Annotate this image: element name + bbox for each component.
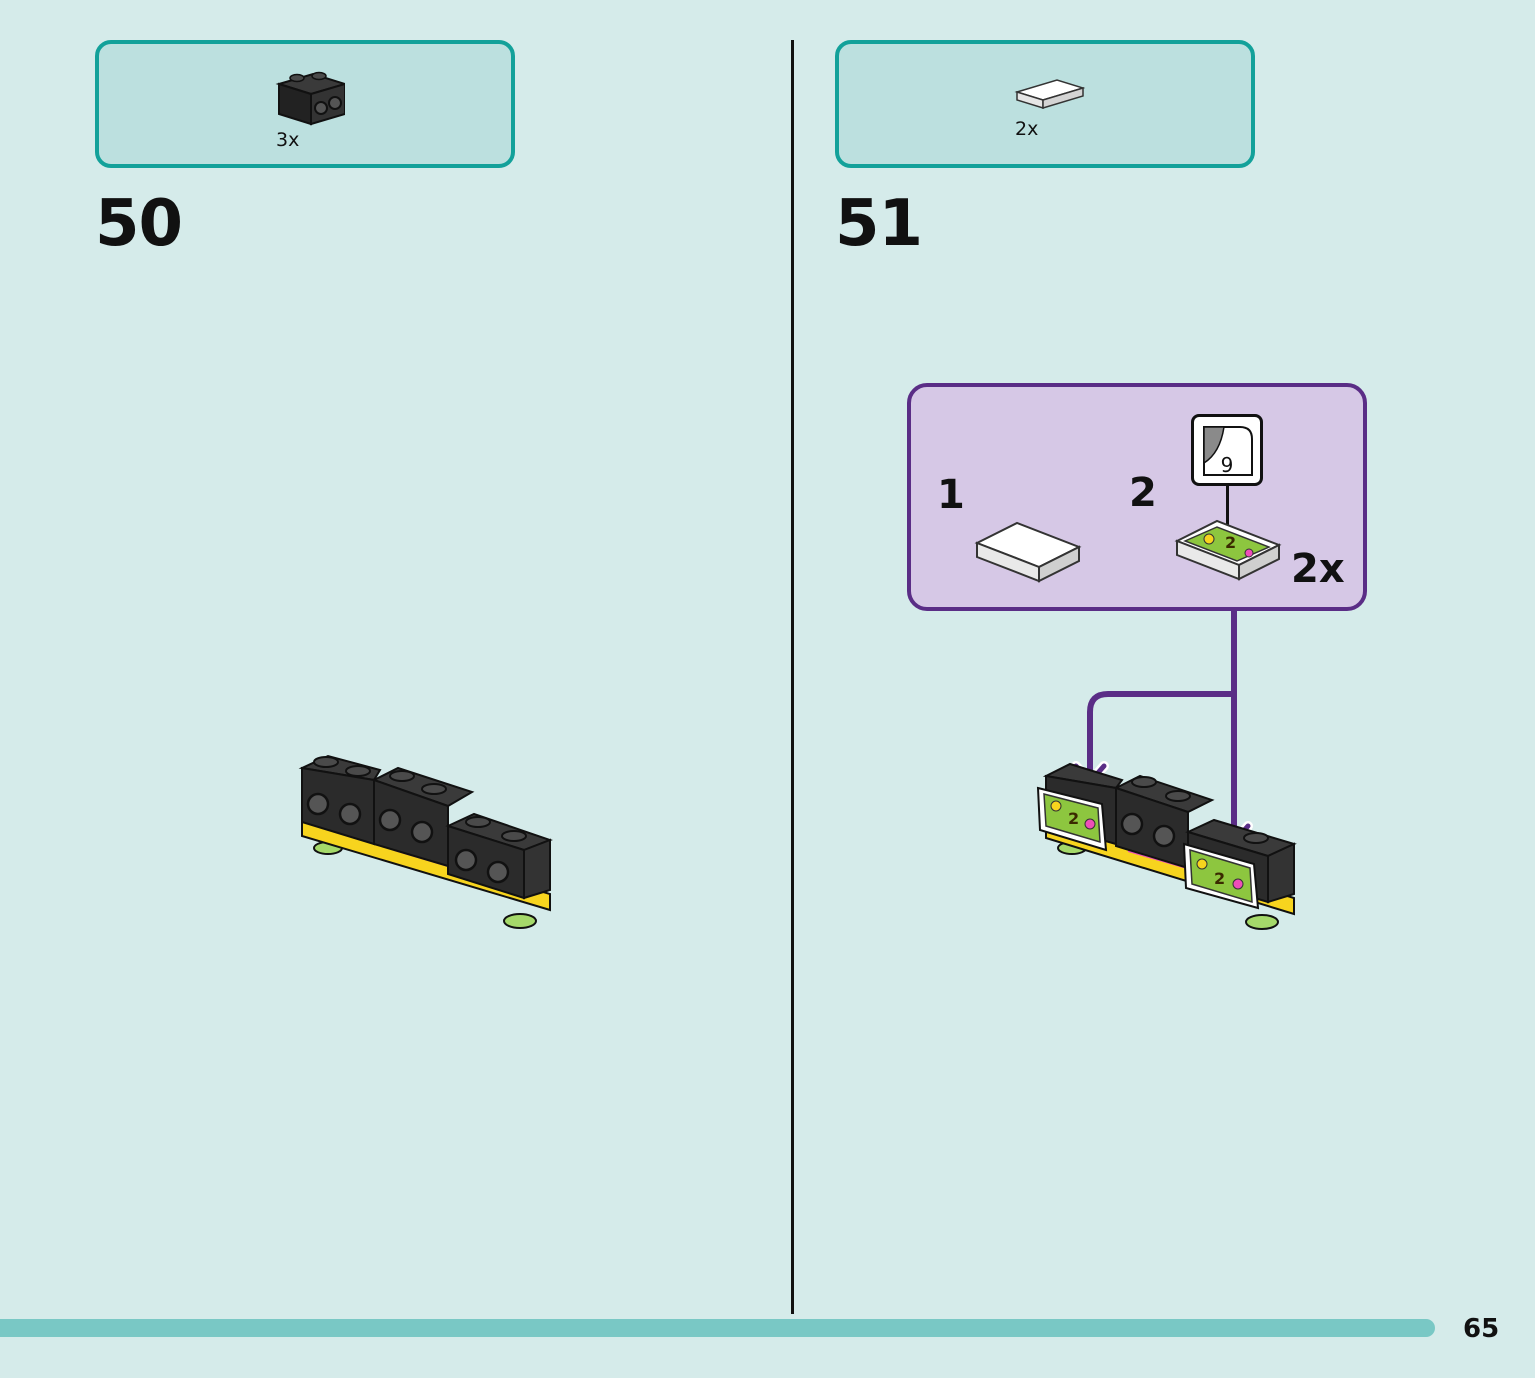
page-divider (791, 40, 794, 1314)
sticker-reference: 9 (1191, 414, 1263, 486)
stickered-tile-icon (1174, 519, 1282, 581)
step-51-assembly-illustration: 2 2 (1036, 762, 1297, 930)
sticker-number: 9 (1220, 453, 1234, 477)
black-brick-icon (275, 71, 345, 126)
part-quantity: 3x (276, 129, 300, 151)
sticker-pointer-line (1226, 486, 1229, 528)
sticker-text: 2 (1068, 809, 1079, 828)
step-number: 51 (835, 187, 923, 261)
substep-number: 1 (937, 472, 965, 518)
part-quantity: 2x (1015, 118, 1039, 140)
page-number: 65 (1463, 1314, 1500, 1344)
substep-number: 2 (1129, 470, 1157, 516)
sticker-peel-icon (1203, 426, 1253, 476)
step-50-assembly-illustration (298, 754, 553, 929)
subassembly-callout: 1 2 9 2 2x (907, 383, 1367, 611)
step-number: 50 (95, 187, 183, 261)
footer-bar (0, 1319, 1435, 1337)
parts-box-step-51: 2x (835, 40, 1255, 168)
white-tile-icon (974, 521, 1082, 583)
subassembly-quantity: 2x (1291, 546, 1345, 592)
parts-box-step-50: 3x (95, 40, 515, 168)
sticker-text: 2 (1225, 533, 1237, 552)
white-tile-icon (1014, 79, 1085, 110)
sticker-text: 2 (1214, 869, 1225, 888)
